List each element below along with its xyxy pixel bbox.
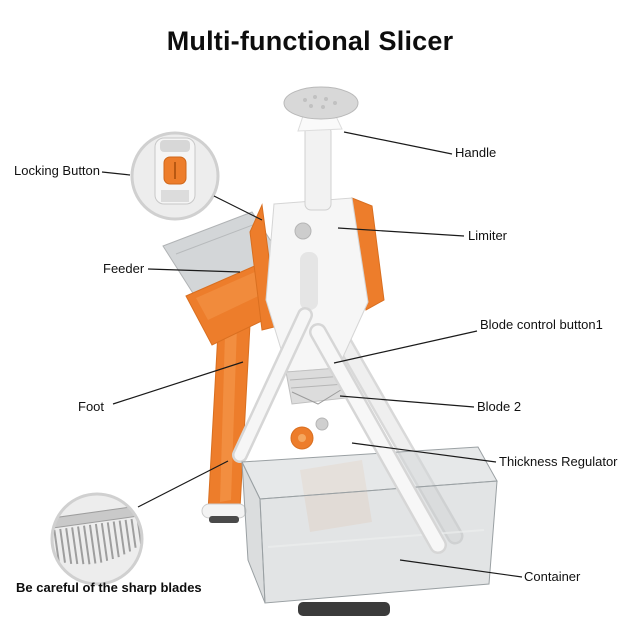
label-handle: Handle — [455, 145, 497, 160]
warning-text: Be careful of the sharp blades — [16, 580, 202, 595]
label-limiter: Limiter — [468, 228, 508, 243]
leader-blade-control — [333, 330, 478, 364]
container-part — [241, 446, 498, 616]
limiter-detail — [294, 222, 312, 240]
leader-locking-device — [213, 195, 263, 221]
handle-part — [283, 86, 359, 211]
label-container: Container — [524, 569, 581, 584]
leader-blade-inset — [137, 460, 229, 508]
leg-front — [309, 323, 447, 554]
leader-foot — [112, 361, 244, 405]
label-blade2: Blode 2 — [477, 399, 522, 414]
locking-button-inset — [130, 131, 220, 221]
leader-locking-label — [101, 171, 131, 176]
handle-texture — [303, 95, 337, 109]
leader-handle — [343, 131, 453, 155]
sharp-blade-inset — [48, 492, 144, 586]
leader-blade2 — [339, 395, 475, 408]
label-thickness-regulator: Thickness Regulator — [499, 454, 618, 469]
blade-teeth-detail — [48, 505, 143, 565]
leader-container — [399, 559, 523, 578]
leader-lines — [101, 131, 523, 578]
label-locking-button: Locking Button — [14, 163, 101, 178]
leader-feeder — [147, 268, 241, 273]
leader-thickness — [351, 442, 497, 463]
label-feeder: Feeder — [103, 261, 145, 276]
label-foot: Foot — [78, 399, 105, 414]
label-blade-control: Blode control button1 — [480, 317, 603, 332]
leader-limiter — [337, 227, 465, 237]
page-title: Multi-functional Slicer — [166, 26, 454, 56]
arm-left — [232, 307, 313, 463]
